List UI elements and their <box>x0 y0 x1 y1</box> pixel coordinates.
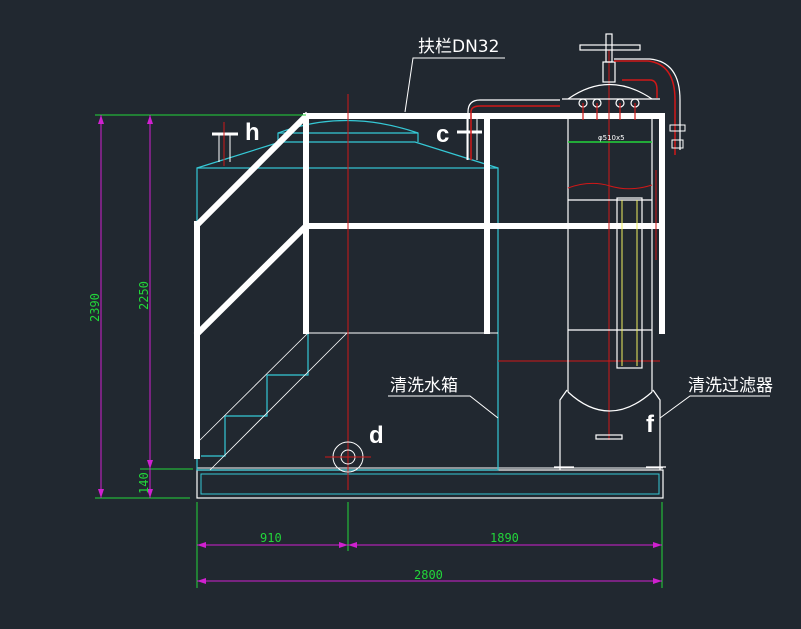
stair-stringers <box>199 332 348 471</box>
centerlines <box>347 50 660 490</box>
port-f-label: f <box>646 411 655 438</box>
port-c-label: c <box>436 121 449 148</box>
dim-width-right: 1890 <box>490 531 519 545</box>
dim-base-height: 140 <box>137 472 151 494</box>
handwheel <box>579 33 641 83</box>
dim-width-left: 910 <box>260 531 282 545</box>
nozzle-h <box>212 122 238 166</box>
dim-height-rail: 2250 <box>137 281 151 310</box>
dim-width-total: 2800 <box>414 568 443 582</box>
nozzle-c <box>457 118 482 160</box>
filter-element <box>616 197 643 369</box>
dim-height-total: 2390 <box>88 293 102 322</box>
filter-vessel <box>554 83 666 470</box>
vertical-dimensions <box>95 114 306 499</box>
leader-lines <box>388 57 770 419</box>
drain-d <box>325 441 371 473</box>
port-d-label: d <box>369 422 384 449</box>
horizontal-dimensions <box>196 502 663 588</box>
handrail-label: 扶栏DN32 <box>418 37 499 57</box>
handrail <box>193 111 665 459</box>
break-line <box>567 182 653 190</box>
filter-head-nozzles <box>578 98 640 120</box>
base-skid <box>196 467 664 499</box>
filter-label: 清洗过滤器 <box>688 376 773 396</box>
port-h-label: h <box>245 119 260 146</box>
filter-diameter-label: φ510x5 <box>598 134 625 142</box>
tank-label: 清洗水箱 <box>390 376 458 396</box>
inlet-pipe <box>614 58 686 155</box>
outlet-pipe <box>467 99 560 160</box>
